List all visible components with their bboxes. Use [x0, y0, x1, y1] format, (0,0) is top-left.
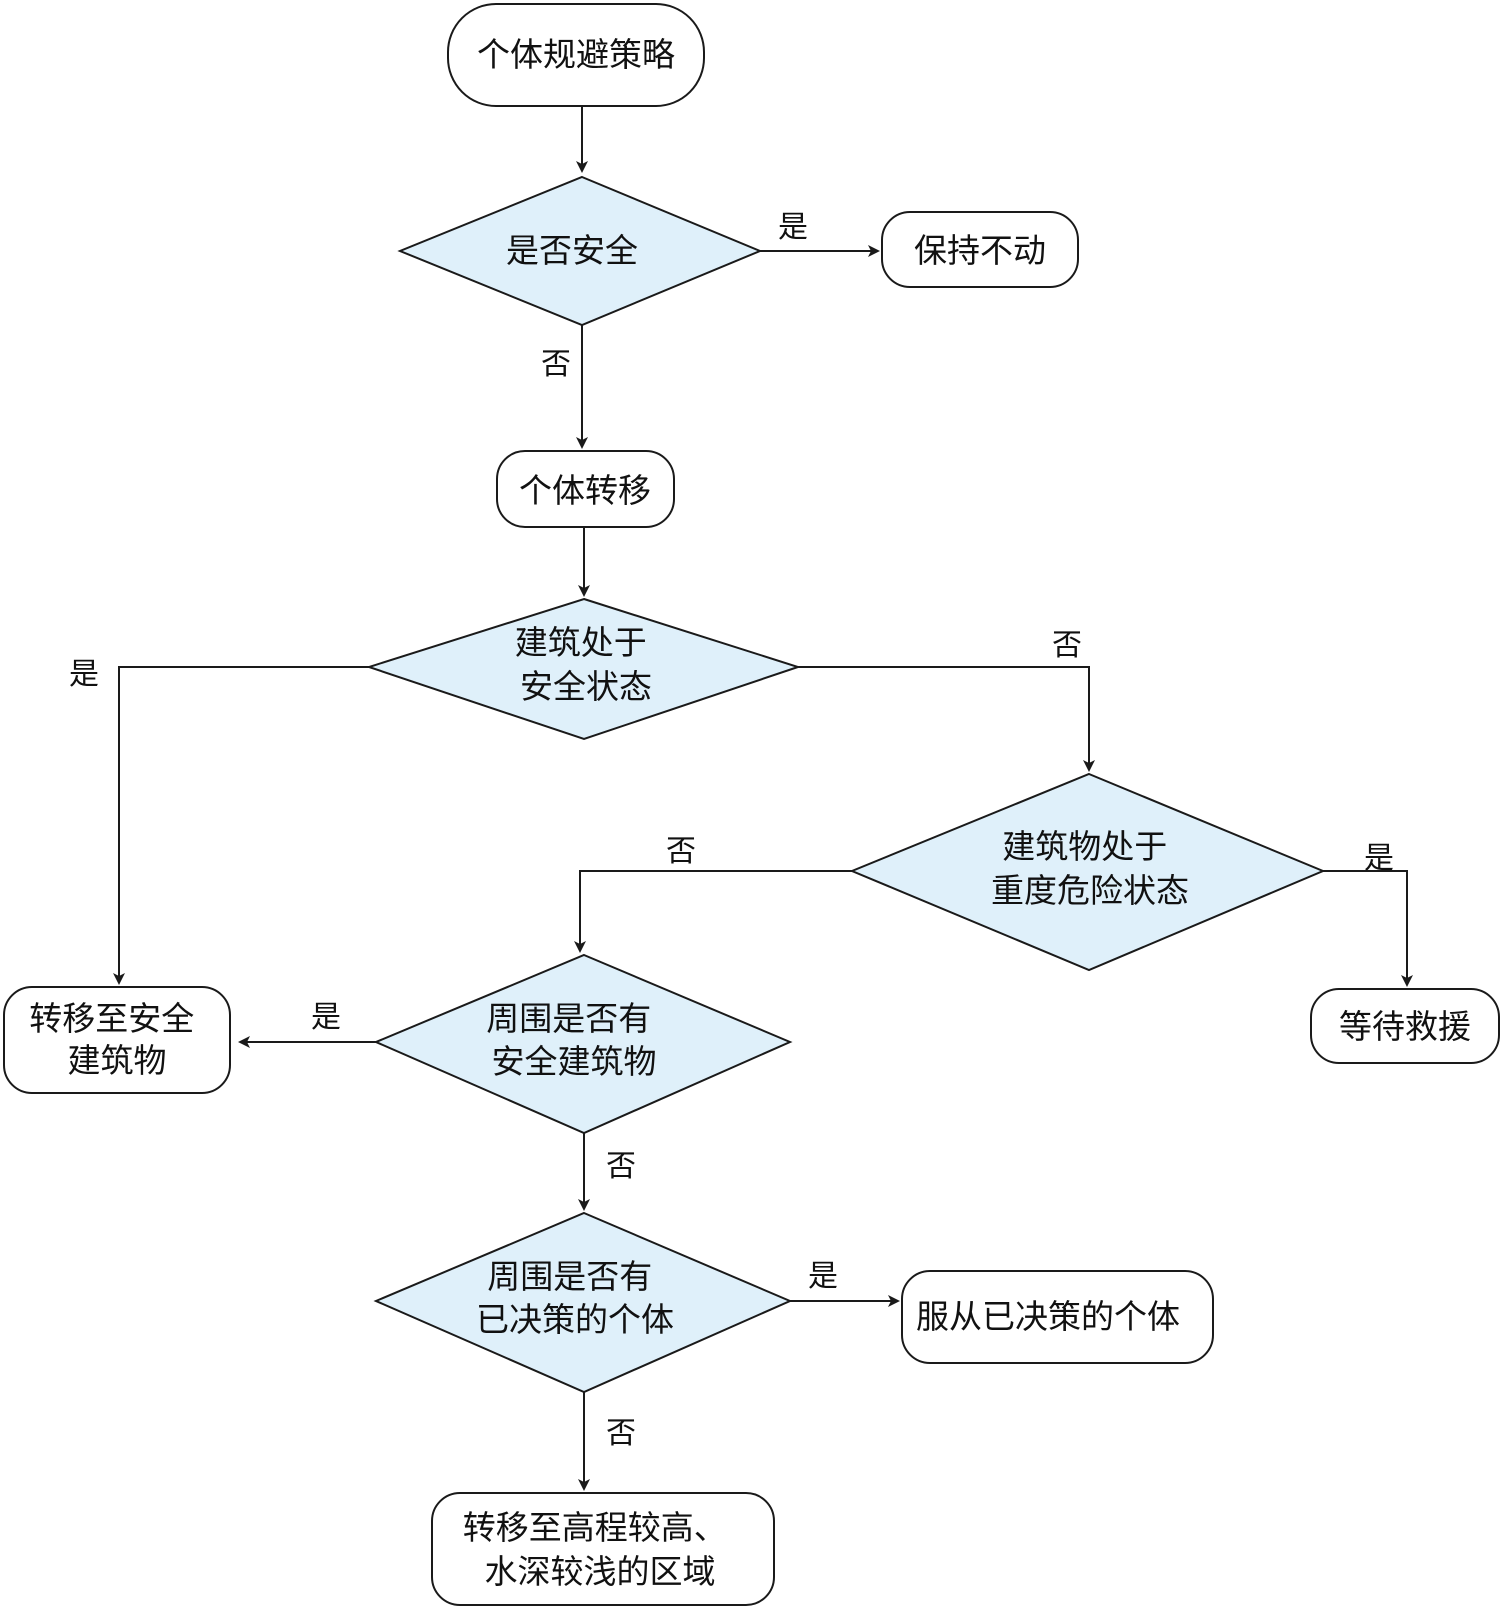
is-safe-decision-label: 是否安全 — [506, 231, 638, 270]
edge-label-building-safe-no: 否 — [1052, 628, 1082, 663]
move-high-area-node-label: 转移至高程较高、 水深较浅的区域 — [463, 1508, 738, 1591]
start-terminal — [447, 3, 705, 107]
move-safe-building-node — [3, 986, 231, 1094]
edge-label-building-safe-yes: 是 — [69, 657, 99, 692]
edge-label-nearby-safe-building-no: 否 — [606, 1149, 636, 1184]
individual-transfer-node — [496, 450, 675, 528]
building-safe-decision — [365, 597, 802, 741]
building-safe-decision-label: 建筑处于 安全状态 — [515, 623, 658, 706]
edge-label-is-safe-no: 否 — [541, 347, 571, 382]
move-safe-building-node-label: 转移至安全 建筑物 — [29, 999, 205, 1080]
edge-label-nearby-decided-no: 否 — [606, 1416, 636, 1451]
edge-label-nearby-decided-yes: 是 — [808, 1259, 838, 1294]
stay-still-node-label: 保持不动 — [914, 231, 1046, 270]
wait-rescue-node-label: 等待救援 — [1339, 1007, 1471, 1046]
is-safe-decision — [397, 175, 763, 327]
follow-decided-node-label: 服从已决策的个体 — [916, 1297, 1180, 1336]
edge-building-danger-no — [574, 870, 852, 953]
follow-decided-node — [901, 1270, 1214, 1364]
wait-rescue-node — [1310, 988, 1500, 1064]
start-terminal-label: 个体规避策略 — [477, 35, 675, 74]
edge-label-nearby-safe-building-yes: 是 — [311, 1000, 341, 1035]
edge-building-safe-yes — [113, 666, 369, 985]
nearby-decided-decision — [373, 1211, 793, 1394]
nearby-safe-building-decision-label: 周围是否有 安全建筑物 — [486, 999, 662, 1081]
nearby-safe-building-decision — [373, 953, 793, 1135]
nearby-decided-decision-label: 周围是否有 已决策的个体 — [476, 1257, 674, 1339]
move-high-area-node — [431, 1492, 775, 1606]
edge-label-building-danger-yes: 是 — [1364, 841, 1394, 876]
edge-label-is-safe-yes: 是 — [778, 210, 808, 245]
edge-building-safe-no — [798, 666, 1095, 772]
stay-still-node — [881, 211, 1079, 288]
edge-label-building-danger-no: 否 — [666, 834, 696, 869]
building-danger-decision-label: 建筑物处于 重度危险状态 — [991, 827, 1189, 910]
individual-transfer-node-label: 个体转移 — [519, 471, 651, 510]
building-danger-decision — [849, 772, 1326, 972]
edge-building-danger-yes — [1323, 870, 1413, 987]
